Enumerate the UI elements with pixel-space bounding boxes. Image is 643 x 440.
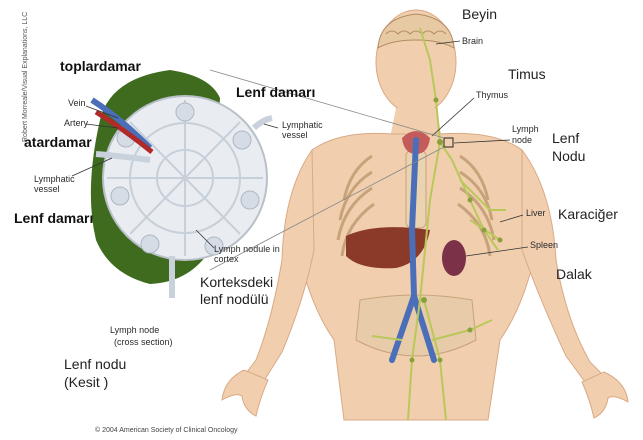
label-timus: Timus	[508, 66, 546, 82]
label-lymph-node-line1: Lymph	[512, 124, 539, 134]
label-cross-section-line1: Lymph node	[110, 325, 159, 335]
label-lenf-line1: Lenf	[552, 130, 579, 146]
label-brain: Brain	[462, 36, 483, 46]
label-toplardamar: toplardamar	[60, 58, 141, 74]
label-thymus: Thymus	[476, 90, 508, 100]
spleen	[442, 240, 466, 276]
label-atardamar: atardamar	[24, 134, 92, 150]
label-kesit-line1: Lenf nodu	[64, 356, 126, 372]
right-hand	[582, 372, 628, 418]
label-lymph-node-line2: node	[512, 135, 532, 145]
label-korteks-line1: Korteksdeki	[200, 274, 273, 290]
label-karaciger: Karaciğer	[558, 206, 618, 222]
label-cross-section-line2: (cross section)	[114, 337, 173, 347]
copyright-credit: © 2004 American Society of Clinical Onco…	[95, 427, 238, 434]
label-liver: Liver	[526, 208, 546, 218]
left-hand	[222, 370, 268, 416]
label-vein: Vein	[68, 98, 86, 108]
label-lymphatic-vessel-left: Lymphatic vessel	[34, 174, 78, 194]
label-lenf-damari-right: Lenf damarı	[236, 84, 315, 100]
label-korteks-line2: lenf nodülü	[200, 291, 269, 307]
label-beyin: Beyin	[462, 6, 497, 22]
lymphatic-vessel-right	[254, 118, 272, 128]
label-nodu-line2: Nodu	[552, 148, 585, 164]
artist-credit: Robert Morreale/Visual Explanations, LLC	[22, 12, 29, 142]
label-artery: Artery	[64, 118, 88, 128]
label-dalak: Dalak	[556, 266, 592, 282]
label-lenf-damari-left: Lenf damarı	[14, 210, 93, 226]
label-spleen: Spleen	[530, 240, 558, 250]
label-kesit-line2: (Kesit )	[64, 374, 108, 390]
label-lymph-nodule: Lymph nodule in cortex	[214, 244, 288, 264]
label-lymphatic-vessel-right: Lymphatic vessel	[282, 120, 326, 140]
node-lobules	[107, 100, 263, 256]
